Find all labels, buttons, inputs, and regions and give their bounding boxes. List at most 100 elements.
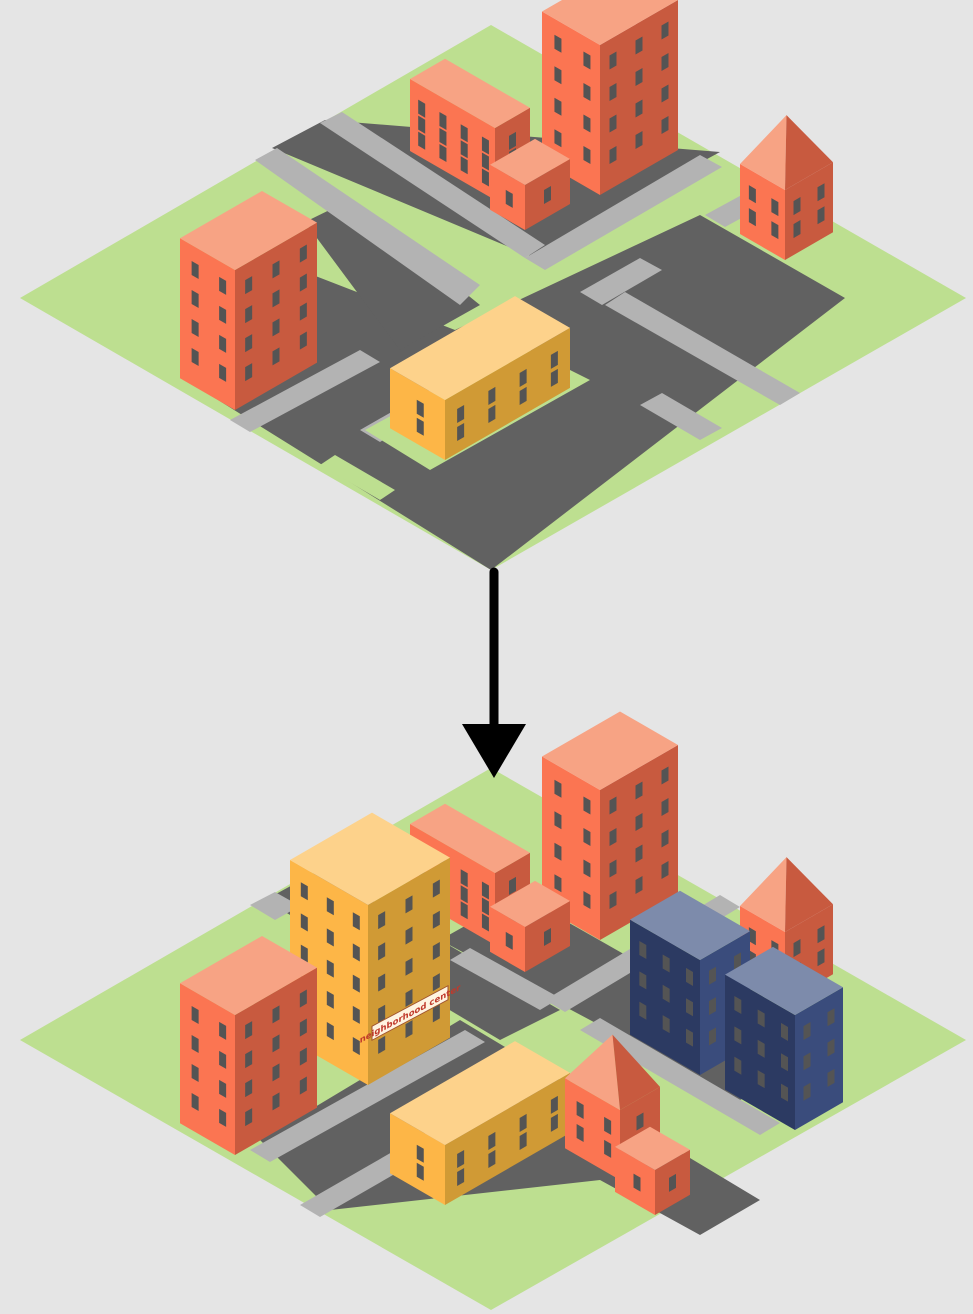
after-blue-office-2-window [734,1026,742,1045]
after-apartment-west-window [219,1108,227,1127]
after-neighborhood-center-tower-window [432,1004,440,1023]
after-apartment-west-window [245,1050,253,1069]
after-house-east-window [817,948,825,967]
after-yellow-shop-window [416,1162,424,1181]
before-apartment-north-window [609,82,617,102]
after-apartment-north-window [554,779,562,798]
before-grass-tile [20,25,966,570]
after-rowhouse-north-window [481,897,489,916]
after-blue-office-1-window [734,952,741,971]
after-apartment-west-window [219,1021,227,1040]
after-house-south-roof-left [565,1034,620,1110]
after-blue-office-1-window [662,1015,670,1034]
before-apartment-north-window [635,130,643,150]
before-apartment-west-roof [180,190,317,270]
after-blue-office-2-window [781,1053,788,1072]
before-apartment-north-window [554,97,562,116]
before-shop-north-window [505,189,513,208]
before-house-east-window [748,185,756,204]
after-neighborhood-center-tower-window [352,943,360,962]
after-apartment-west-roof [180,935,317,1015]
after-blue-office-2-window [757,1039,765,1058]
before-apartment-north-window [554,66,562,85]
after-blue-office-1-window [639,1001,647,1020]
after-apartment-west-window [245,1021,253,1040]
before-rowhouse-north-window [418,131,426,150]
after-apartment-west-window [191,1092,199,1112]
after-rowhouse-north-roof [410,803,530,873]
before-yellow-shop-left-face [390,368,445,460]
before-apartment-north-roof [542,0,678,45]
before-apartment-west-window [191,318,199,338]
after-blue-office-1-window [686,967,693,986]
after-apartment-north-window [583,827,591,846]
after-house-south-annex-window [633,1173,641,1192]
after-yellow-shop [390,1041,570,1205]
before-sidewalk-6 [230,350,380,432]
before-rowhouse-north-window [418,99,426,118]
before-apartment-north-window [661,52,669,72]
after-apartment-north-window [635,844,643,863]
after-blue-office-2-window [803,1082,811,1101]
before-apartment-north-window [609,145,617,165]
after-house-east-roof-right [785,857,833,932]
before-shop-north [490,138,570,230]
before-yellow-shop-window [550,350,558,369]
before-house-east-roof-right [785,115,833,190]
after-apartment-north-window [554,842,562,861]
after-neighborhood-center-tower-window [378,1004,386,1023]
after-neighborhood-center-tower-window [378,1035,386,1054]
before-sidewalk-3 [525,155,722,270]
before-apartment-west-window [245,334,253,353]
after-yellow-shop-window [457,1167,465,1187]
before-grass-corner [320,455,395,500]
after-blue-office-2-window [803,1052,811,1071]
after-blue-office-1-window [709,966,716,985]
before-yellow-shop-window [416,399,424,418]
after-apartment-west-window [272,1034,280,1053]
after-yellow-shop-left-face [390,1113,445,1205]
after-rowhouse-north-window [481,913,489,932]
after-apartment-north-window [661,860,669,880]
after-blue-office-2-window [827,1038,835,1057]
before-apartment-west-window [191,289,199,309]
after-apartment-north-window [661,829,669,848]
after-rowhouse-north-window [460,885,468,904]
after-apartment-north-window [609,827,617,847]
sign-board [371,985,449,1041]
before-apartment-west-window [299,273,307,292]
before-apartment-north-window [583,145,591,164]
after-sidewalk-3 [580,1018,780,1135]
after-neighborhood-center-tower-window [352,1005,360,1024]
after-apartment-north-window [554,874,562,893]
after-house-south-annex-window [669,1173,676,1192]
after-blue-office-1-window [639,971,647,990]
before-yellow-shop-window [457,422,465,442]
after-apartment-west-window [245,1079,253,1098]
after-neighborhood-center-tower-window [432,941,440,960]
arrow-down-icon [462,567,526,778]
before-apartment-west-window [245,305,253,324]
after-neighborhood-center-tower-window [432,879,440,898]
before-house-east-window [771,221,779,240]
after-neighborhood-center-tower-window [352,1037,360,1056]
before-shop-north-roof [490,138,570,185]
after-neighborhood-center-tower-window [432,910,440,929]
after-neighborhood-center-tower-roof [290,812,450,905]
after-yellow-shop-right-face [445,1072,570,1205]
after-house-south-annex-roof [615,1126,690,1170]
after-sidewalk-1 [250,1030,485,1162]
before-apartment-north-window [554,129,562,148]
before-yellow-shop-window [416,417,424,436]
after-apartment-west-window [272,1063,280,1082]
after-yellow-shop-window [519,1131,527,1150]
before-rowhouse-north-window [481,152,489,171]
after-neighborhood-center-tower-window [326,928,334,947]
after-house-east-window [817,925,825,944]
before-rowhouse-north-window [481,168,489,187]
after-apartment-north-right-face [600,744,678,940]
after-house-south-window [604,1116,612,1135]
after-sidewalk-6 [250,892,300,920]
before-sidewalk-1 [255,148,480,305]
before-yellow-shop-window [488,404,496,423]
